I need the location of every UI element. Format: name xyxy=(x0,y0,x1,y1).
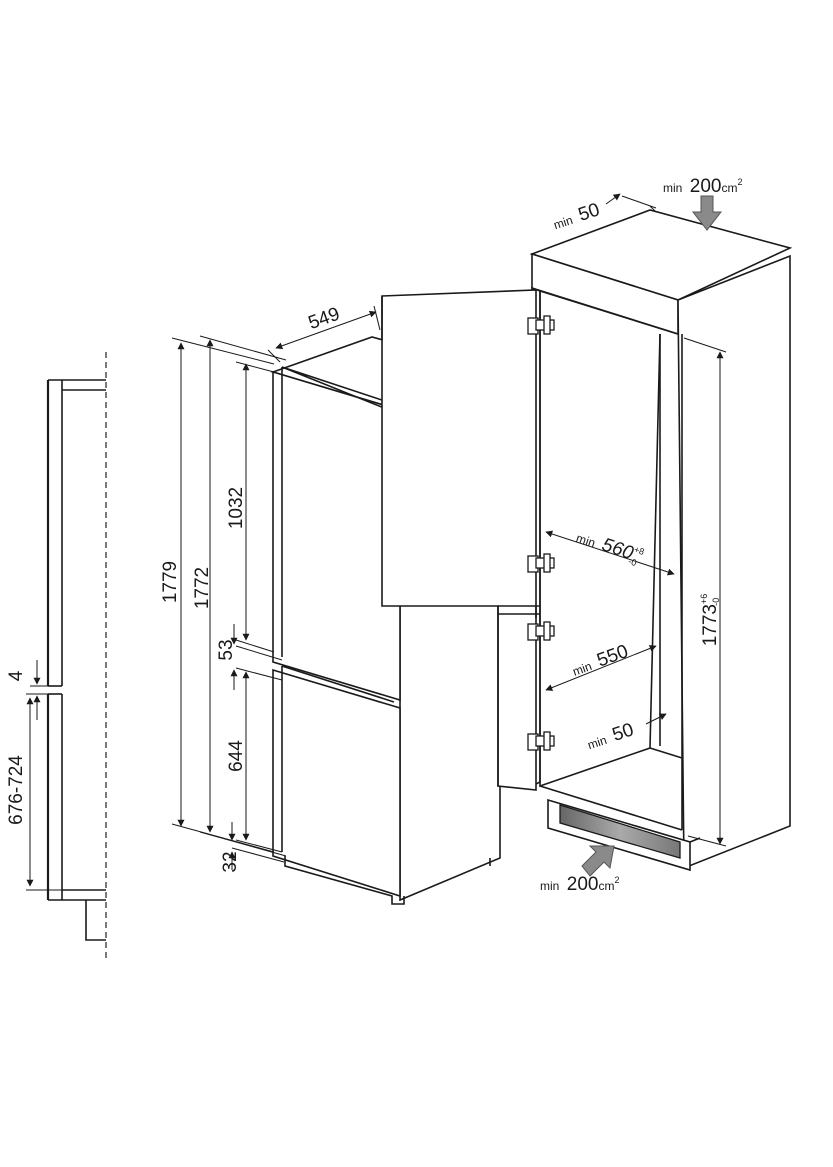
niche-depth-label: min 550 xyxy=(569,641,631,681)
door-gap-label: 4 xyxy=(6,670,27,681)
bottom-vent-arrow-icon xyxy=(581,845,615,877)
rear-clearance-top-label: min 50 xyxy=(550,199,602,234)
door-gap-height-label: 53 xyxy=(216,639,237,660)
top-vent-arrow-icon xyxy=(691,195,723,231)
hinge-lower-middle xyxy=(527,621,555,641)
side-profile: 4 676-724 xyxy=(6,352,107,962)
upper-door-height-label: 1032 xyxy=(226,487,247,529)
fridge-width-label: 549 xyxy=(306,304,343,335)
lower-door-range-label: 676-724 xyxy=(6,755,27,825)
niche-width-label: min 560+8-0 xyxy=(573,526,646,569)
hinge-upper-middle xyxy=(527,553,555,573)
body-height-label: 1772 xyxy=(192,567,213,609)
niche-height-label: 1773+6-0 xyxy=(699,594,721,647)
hinge-bottom xyxy=(527,731,555,751)
rear-clearance-inside-label: min 50 xyxy=(584,719,636,754)
plinth-offset-label: 32 xyxy=(220,851,241,872)
top-vent-label: min 200cm2 xyxy=(663,176,743,197)
hinge-top xyxy=(527,315,555,335)
bottom-vent-label: min 200cm2 xyxy=(540,874,620,895)
overall-height-label: 1779 xyxy=(160,561,181,603)
lower-door-height-label: 644 xyxy=(226,740,247,772)
installation-niche: min 50 min 200cm2 1773+6-0 min 560+8-0 m… xyxy=(381,176,793,895)
